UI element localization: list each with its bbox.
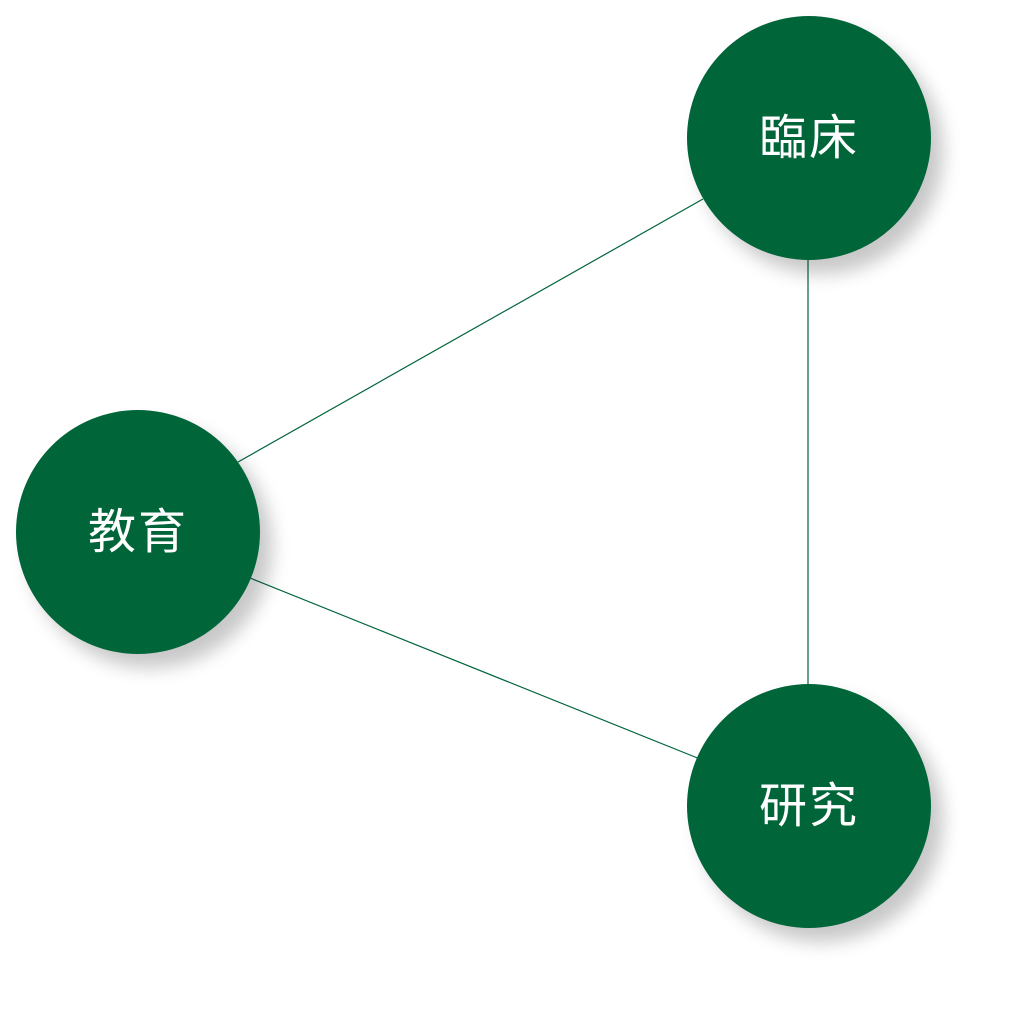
node-label-kenkyu: 研究 [758, 778, 859, 834]
node-kenkyu: 研究 [687, 684, 931, 928]
link-rinsho-kyoiku [237, 198, 704, 463]
node-label-kyoiku: 教育 [87, 504, 188, 560]
node-kyoiku: 教育 [16, 410, 260, 654]
node-rinsho: 臨床 [687, 16, 931, 260]
node-label-rinsho: 臨床 [758, 110, 859, 166]
link-kyoiku-kenkyu [249, 577, 701, 760]
